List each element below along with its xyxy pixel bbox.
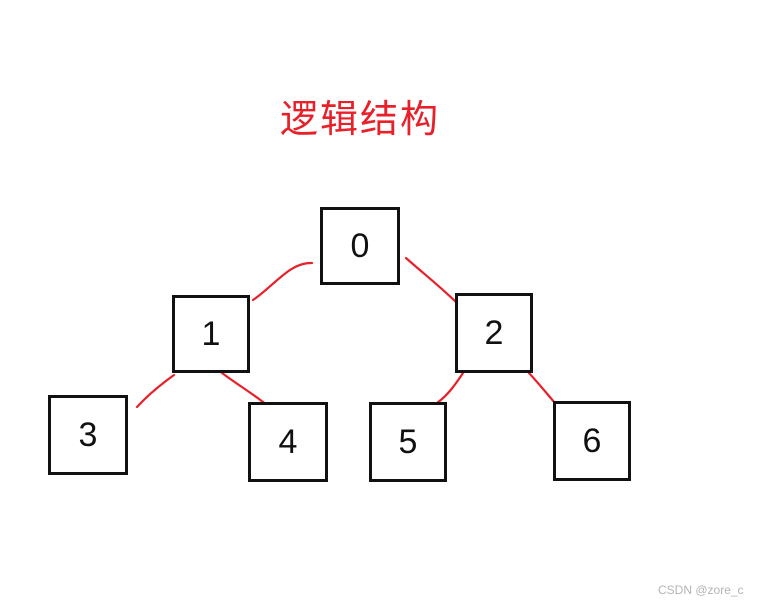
tree-node-2: 2 (455, 293, 533, 373)
edge-2-5 (435, 371, 465, 405)
tree-node-0: 0 (320, 207, 400, 285)
edge-0-1 (251, 261, 314, 302)
tree-node-5: 5 (369, 402, 447, 482)
node-label: 5 (398, 422, 418, 461)
tree-node-4: 4 (248, 402, 328, 482)
node-label: 6 (582, 421, 602, 460)
edge-2-6 (527, 371, 557, 405)
edge-1-3 (135, 373, 176, 409)
node-label: 1 (201, 314, 221, 353)
node-label: 0 (350, 226, 370, 265)
tree-node-6: 6 (553, 401, 631, 481)
node-label: 2 (484, 313, 504, 352)
diagram-title: 逻辑结构 (280, 97, 441, 141)
tree-node-3: 3 (48, 395, 128, 475)
node-label: 4 (278, 422, 298, 461)
tree-node-1: 1 (172, 295, 250, 373)
node-label: 3 (78, 415, 98, 454)
watermark: CSDN @zore_c (658, 583, 744, 597)
